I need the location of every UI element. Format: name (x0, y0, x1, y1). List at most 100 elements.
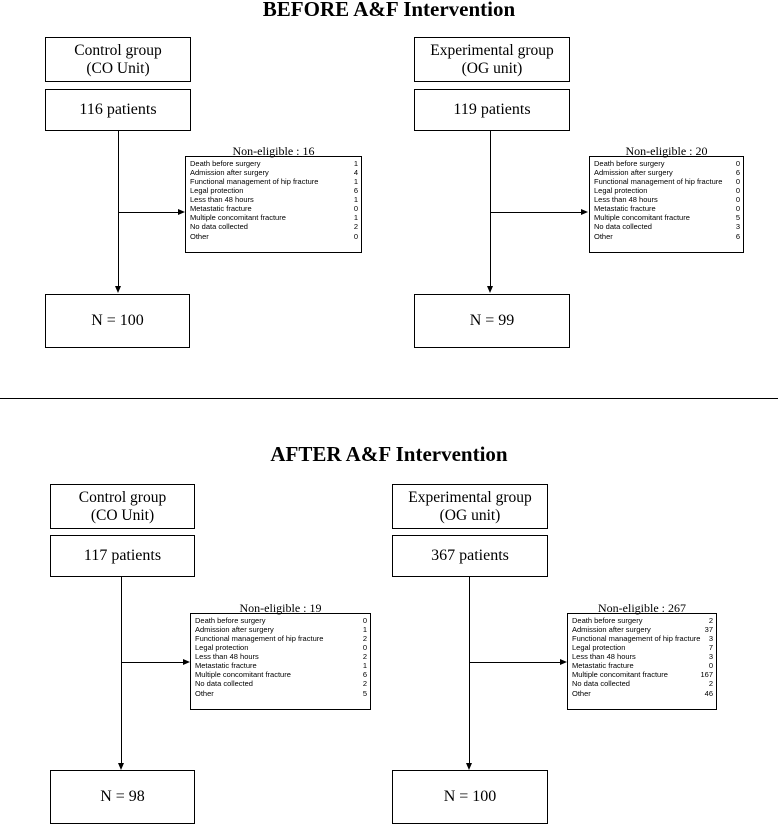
after-experimental-flow-line (469, 577, 470, 767)
after-experimental-group-box: Experimental group (OG unit) (392, 484, 548, 529)
noneligible-reason: Legal protection (594, 186, 648, 195)
before-control-result-box: N = 100 (45, 294, 190, 348)
after-title: AFTER A&F Intervention (270, 442, 508, 466)
noneligible-count: 1 (353, 213, 358, 222)
noneligible-count: 6 (353, 186, 358, 195)
before-experimental-result: N = 99 (469, 312, 515, 329)
noneligible-reason: Less than 48 hours (195, 652, 259, 661)
noneligible-reason: Less than 48 hours (594, 195, 658, 204)
before-control-noneligible-title: Non-eligible : 16 (232, 144, 315, 158)
noneligible-reason: No data collected (195, 679, 253, 688)
noneligible-count: 0 (735, 186, 740, 195)
noneligible-count: 1 (353, 177, 358, 186)
before-control-flow-line (118, 131, 119, 286)
before-experimental-patients: 119 patients (453, 101, 531, 118)
noneligible-reason: Legal protection (195, 643, 249, 652)
noneligible-count: 2 (353, 222, 358, 231)
noneligible-count: 6 (735, 232, 740, 241)
noneligible-count: 6 (362, 670, 367, 679)
noneligible-count: 0 (735, 159, 740, 168)
noneligible-count: 4 (353, 168, 358, 177)
noneligible-count: 3 (708, 652, 713, 661)
after-control-unit: (CO Unit) (90, 506, 155, 524)
before-experimental-group-box: Experimental group (OG unit) (414, 37, 570, 82)
noneligible-row: Multiple concomitant fracture 6 (195, 670, 367, 679)
before-control-unit: (CO Unit) (86, 59, 150, 77)
noneligible-reason: Death before surgery (190, 159, 261, 168)
noneligible-reason: Other (190, 232, 209, 241)
noneligible-reason: Other (195, 689, 214, 698)
noneligible-reason: Functional management of hip fracture (572, 634, 701, 643)
noneligible-row: Admission after surgery 37 (572, 625, 713, 634)
before-experimental-group-name: Experimental group (430, 41, 554, 59)
noneligible-reason: Functional management of hip fracture (190, 177, 319, 186)
noneligible-count: 37 (704, 625, 713, 634)
noneligible-reason: Metastatic fracture (594, 204, 656, 213)
after-control-noneligible-title: Non-eligible : 19 (239, 601, 322, 615)
after-experimental-noneligible-title: Non-eligible : 267 (598, 601, 686, 615)
noneligible-count: 6 (735, 168, 740, 177)
before-experimental-flow-line (490, 131, 491, 286)
noneligible-row: Legal protection 0 (594, 186, 740, 195)
after-control-patients-box: 117 patients (50, 535, 195, 577)
noneligible-reason: Less than 48 hours (572, 652, 636, 661)
after-experimental-group-name: Experimental group (408, 488, 532, 506)
noneligible-count: 2 (362, 652, 367, 661)
noneligible-row: Functional management of hip fracture 3 (572, 634, 713, 643)
noneligible-reason: Admission after surgery (572, 625, 651, 634)
noneligible-row: Legal protection 7 (572, 643, 713, 652)
noneligible-reason: Metastatic fracture (572, 661, 634, 670)
noneligible-row: Less than 48 hours 3 (572, 652, 713, 661)
before-control-patients-box: 116 patients (45, 89, 191, 131)
noneligible-count: 7 (708, 643, 713, 652)
after-experimental-unit: (OG unit) (439, 506, 501, 524)
noneligible-count: 2 (362, 634, 367, 643)
noneligible-count: 5 (735, 213, 740, 222)
noneligible-count: 3 (735, 222, 740, 231)
after-control-flow-line (121, 577, 122, 767)
noneligible-row: Functional management of hip fracture 1 (190, 177, 358, 186)
before-title: BEFORE A&F Intervention (262, 0, 516, 21)
after-control-branch-arrow (183, 659, 190, 665)
noneligible-reason: Admission after surgery (594, 168, 673, 177)
noneligible-reason: No data collected (190, 222, 248, 231)
noneligible-reason: Metastatic fracture (190, 204, 252, 213)
after-control-group-box: Control group (CO Unit) (50, 484, 195, 529)
noneligible-count: 3 (708, 634, 713, 643)
noneligible-count: 0 (362, 643, 367, 652)
before-experimental-arrow-head (487, 286, 493, 293)
noneligible-count: 2 (708, 679, 713, 688)
noneligible-reason: Death before surgery (572, 616, 643, 625)
noneligible-count: 167 (700, 670, 713, 679)
noneligible-row: Legal protection 0 (195, 643, 367, 652)
noneligible-reason: Multiple concomitant fracture (195, 670, 291, 679)
noneligible-reason: Admission after surgery (190, 168, 269, 177)
before-experimental-branch-arrow (581, 209, 588, 215)
after-experimental-patients-box: 367 patients (392, 535, 548, 577)
noneligible-row: Death before surgery 1 (190, 159, 358, 168)
noneligible-reason: Legal protection (572, 643, 626, 652)
noneligible-reason: Multiple concomitant fracture (572, 670, 668, 679)
noneligible-reason: Death before surgery (195, 616, 266, 625)
before-control-branch-line (118, 212, 178, 213)
after-experimental-branch-arrow (560, 659, 567, 665)
noneligible-reason: Less than 48 hours (190, 195, 254, 204)
before-control-result: N = 100 (91, 312, 144, 329)
noneligible-row: Admission after surgery 6 (594, 168, 740, 177)
noneligible-reason: Functional management of hip fracture (594, 177, 723, 186)
noneligible-count: 1 (353, 159, 358, 168)
noneligible-count: 0 (353, 204, 358, 213)
